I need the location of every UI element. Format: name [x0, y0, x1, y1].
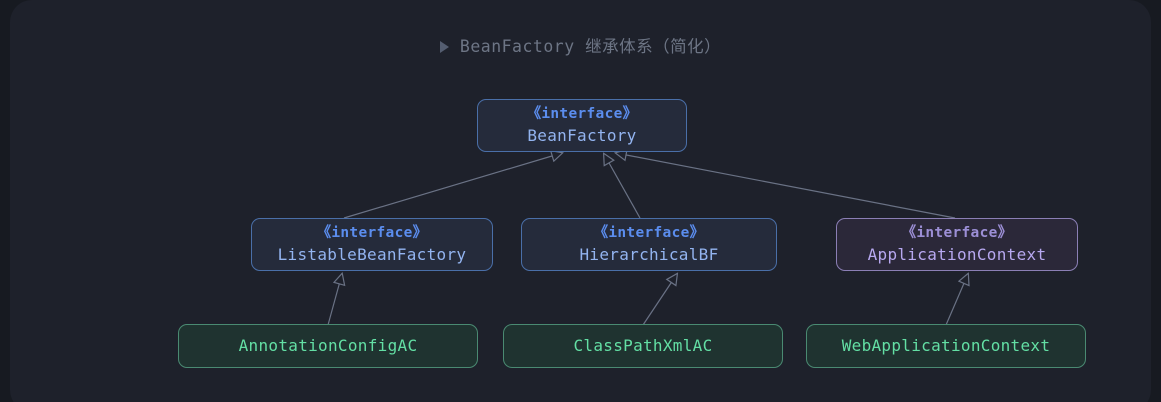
edge-annotationconfig-listable [327, 274, 342, 326]
edge-hierarchical-beanfactory [604, 154, 641, 219]
node-beanfactory[interactable]: 《interface》 BeanFactory [477, 99, 687, 152]
node-listablebeanfactory[interactable]: 《interface》 ListableBeanFactory [251, 218, 493, 271]
edge-listable-beanfactory [343, 153, 562, 219]
node-stereotype: 《interface》 [593, 224, 705, 241]
node-label: ListableBeanFactory [277, 244, 467, 264]
edge-classpathxml-hierarchical [642, 274, 677, 326]
node-label: AnnotationConfigAC [238, 335, 418, 355]
edge-webapplication-applicationcontext [945, 274, 968, 326]
node-stereotype: 《interface》 [316, 224, 428, 241]
node-annotationconfigac[interactable]: AnnotationConfigAC [178, 324, 478, 368]
node-label: ClassPathXmlAC [573, 335, 713, 355]
node-stereotype: 《interface》 [901, 224, 1013, 241]
node-label: HierarchicalBF [579, 244, 719, 264]
diagram-title-text: BeanFactory 继承体系（简化） [459, 37, 722, 56]
node-label: ApplicationContext [867, 244, 1047, 264]
node-label: WebApplicationContext [841, 335, 1051, 355]
node-webapplicationcontext[interactable]: WebApplicationContext [806, 324, 1086, 368]
triangle-right-icon[interactable] [439, 40, 449, 53]
edge-applicationcontext-beanfactory [616, 153, 956, 219]
node-stereotype: 《interface》 [526, 105, 638, 122]
diagram-title: BeanFactory 继承体系（简化） [0, 33, 1161, 57]
node-applicationcontext[interactable]: 《interface》 ApplicationContext [836, 218, 1078, 271]
node-label: BeanFactory [527, 125, 637, 145]
node-hierarchicalbf[interactable]: 《interface》 HierarchicalBF [521, 218, 777, 271]
node-classpathxmlac[interactable]: ClassPathXmlAC [503, 324, 783, 368]
